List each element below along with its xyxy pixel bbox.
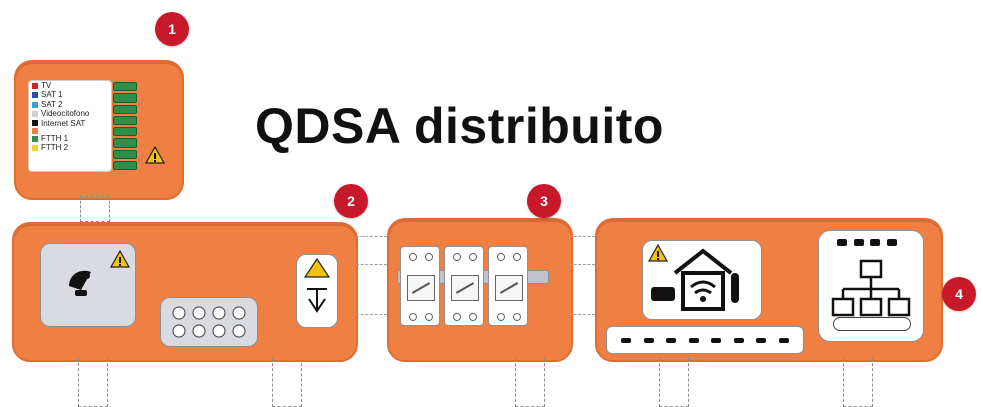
legend-swatch <box>32 145 38 152</box>
house-wifi-icon <box>651 248 739 311</box>
legend-swatch <box>32 120 38 127</box>
legend-swatch <box>32 82 38 89</box>
connector-line <box>569 264 595 265</box>
page-title: QDSA distribuito <box>255 98 664 154</box>
ground-icon <box>303 257 331 313</box>
status-pill <box>833 317 911 331</box>
legend-swatch <box>32 101 38 108</box>
legend-item-blank <box>29 128 111 135</box>
module-terminal <box>453 313 461 321</box>
legend-item-sat1: SAT 1 <box>29 90 111 99</box>
warning-icon <box>145 146 165 164</box>
badge-label: 2 <box>347 193 355 209</box>
module-terminal <box>453 253 461 261</box>
module-terminal <box>469 313 477 321</box>
legend-swatch <box>32 135 38 142</box>
router-ports <box>837 239 897 249</box>
legend-label: SAT 1 <box>41 90 63 100</box>
satellite-dish-icon <box>69 270 91 296</box>
home-services-module <box>642 240 762 320</box>
legend-item-internet-sat: Internet SAT <box>29 119 111 128</box>
cable-legend: TV SAT 1 SAT 2 Videocitofono Internet SA… <box>28 80 112 172</box>
connector-line <box>356 314 387 315</box>
legend-label: FTTH 2 <box>41 143 69 153</box>
module-terminal <box>497 313 505 321</box>
legend-swatch <box>32 110 38 117</box>
badge-2: 2 <box>334 184 368 218</box>
module-terminal <box>409 313 417 321</box>
outlet-foot <box>272 358 302 407</box>
badge-label: 3 <box>540 193 548 209</box>
module-screen <box>451 275 479 301</box>
connector-line <box>356 236 387 237</box>
din-module-icon <box>444 246 484 326</box>
module-terminal <box>513 313 521 321</box>
outlet-foot <box>515 358 545 407</box>
legend-item-ftth2: FTTH 2 <box>29 143 111 152</box>
connector-line <box>569 314 595 315</box>
legend-item-tv: TV <box>29 81 111 90</box>
connector-line <box>569 236 595 237</box>
legend-swatch <box>32 92 38 99</box>
badge-3: 3 <box>527 184 561 218</box>
legend-label: Internet SAT <box>41 118 86 128</box>
connector-stack <box>113 82 137 170</box>
module-screen <box>407 275 435 301</box>
outlet-foot <box>659 358 689 407</box>
badge-label: 4 <box>955 286 963 302</box>
badge-1: 1 <box>155 12 189 46</box>
module-terminal <box>425 313 433 321</box>
module-terminal <box>513 253 521 261</box>
ont-module <box>296 254 338 328</box>
module-terminal <box>469 253 477 261</box>
legend-label: FTTH 1 <box>41 134 69 144</box>
network-hierarchy-icon <box>831 259 911 317</box>
legend-swatch <box>32 128 38 135</box>
legend-label: TV <box>41 81 52 90</box>
din-module-icon <box>400 246 440 326</box>
legend-item-videocitofono: Videocitofono <box>29 109 111 118</box>
legend-item-ftth1: FTTH 1 <box>29 134 111 143</box>
splitter-ports-icon <box>172 306 246 338</box>
legend-item-sat2: SAT 2 <box>29 100 111 109</box>
outlet-foot <box>80 196 110 222</box>
warning-icon <box>110 250 130 268</box>
switch-icon <box>606 326 804 354</box>
legend-label: Videocitofono <box>41 109 90 119</box>
badge-label: 1 <box>168 21 176 37</box>
module-screen <box>495 275 523 301</box>
splitter-module <box>160 297 258 347</box>
module-terminal <box>497 253 505 261</box>
badge-4: 4 <box>942 277 976 311</box>
connector-line <box>356 264 387 265</box>
legend-label: SAT 2 <box>41 99 63 109</box>
module-terminal <box>425 253 433 261</box>
warning-icon <box>648 244 668 262</box>
outlet-foot <box>843 358 873 407</box>
module-terminal <box>409 253 417 261</box>
router-module <box>818 230 924 342</box>
din-module-icon <box>488 246 528 326</box>
outlet-foot <box>78 358 108 407</box>
